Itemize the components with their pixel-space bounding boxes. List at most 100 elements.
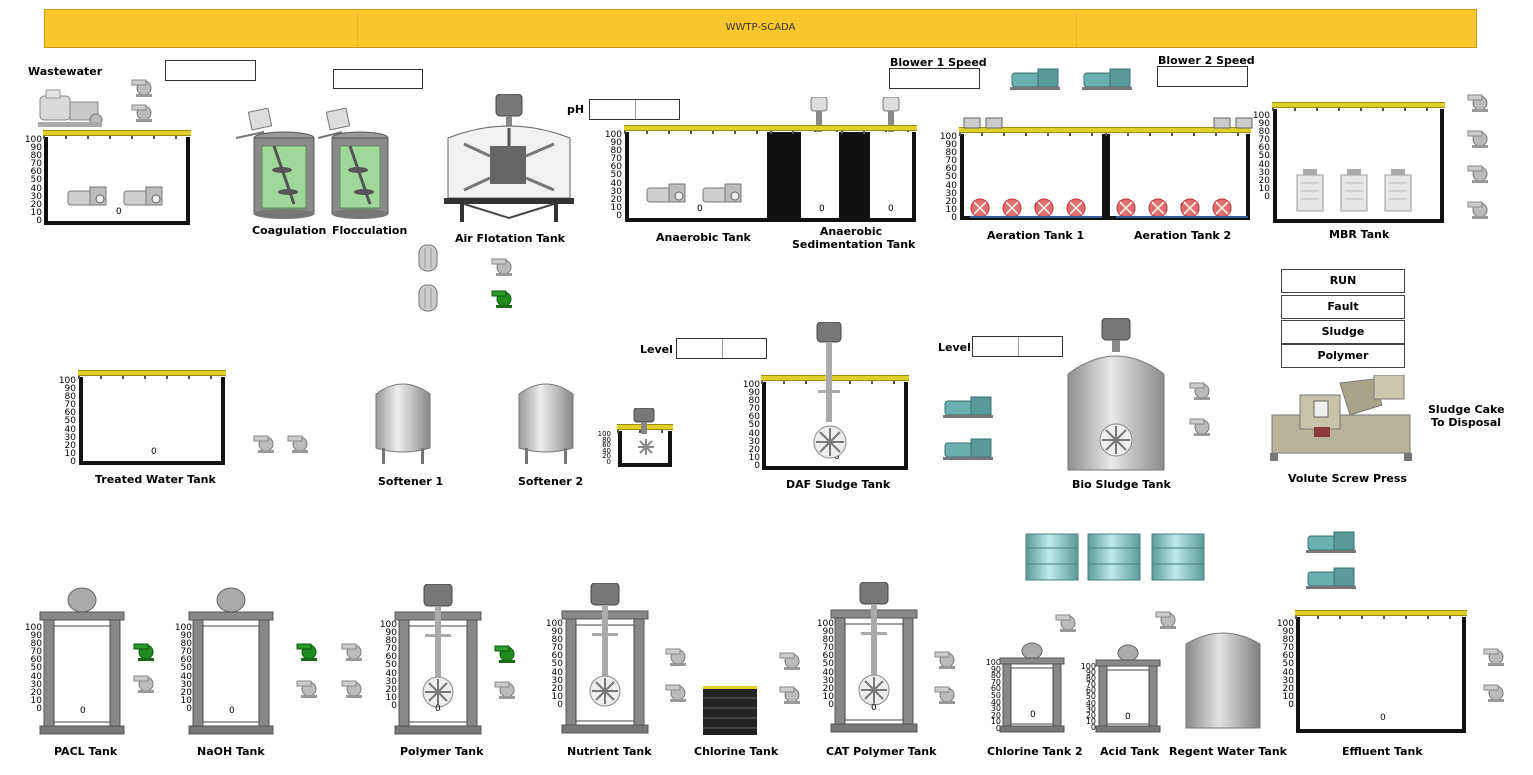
pump-icon[interactable] xyxy=(132,673,160,693)
acid-level-value: 0 xyxy=(1125,712,1131,722)
pump-icon[interactable] xyxy=(130,77,158,97)
valve-icon[interactable] xyxy=(1212,116,1256,130)
pump-icon[interactable] xyxy=(130,102,158,122)
anaerobic-tank[interactable]: 0 xyxy=(624,125,772,222)
pump-icon[interactable] xyxy=(295,678,323,698)
pump-icon[interactable] xyxy=(493,679,521,699)
daf-sludge-tank[interactable]: 0 xyxy=(761,375,909,470)
chlorine-tank[interactable] xyxy=(703,686,757,735)
blower-motor-icon[interactable] xyxy=(943,437,995,461)
pump-icon[interactable] xyxy=(1482,646,1510,666)
aeration-tank-2[interactable]: 0 xyxy=(1105,127,1251,220)
pump-icon[interactable] xyxy=(1054,612,1082,632)
naoh-level-value: 0 xyxy=(229,706,235,716)
blower-motor-icon[interactable] xyxy=(1306,530,1358,554)
pump-icon[interactable] xyxy=(778,684,806,704)
valve-icon[interactable] xyxy=(962,116,1006,130)
wastewater-label: Wastewater xyxy=(28,65,103,78)
motor-pump-icon[interactable] xyxy=(701,180,745,206)
chlorine-tank-2[interactable] xyxy=(998,642,1066,734)
bio-sludge-tank[interactable] xyxy=(1066,318,1166,472)
pump-icon[interactable] xyxy=(664,682,692,702)
ph-input[interactable] xyxy=(589,99,680,120)
pump-icon[interactable] xyxy=(778,650,806,670)
blower-motor-icon[interactable] xyxy=(1010,67,1062,91)
pump-icon[interactable] xyxy=(1188,380,1216,400)
motor-pump-icon[interactable] xyxy=(122,183,166,209)
pump-icon[interactable] xyxy=(664,646,692,666)
chlorine-label: Chlorine Tank xyxy=(694,745,779,758)
pacl-tank[interactable] xyxy=(38,586,126,738)
pump-running-icon[interactable] xyxy=(295,641,323,661)
pump-icon[interactable] xyxy=(286,433,314,453)
blower1-speed-input[interactable] xyxy=(889,68,980,89)
filter-icon[interactable] xyxy=(418,244,438,272)
pump-icon[interactable] xyxy=(490,256,518,276)
softener-2-tank[interactable] xyxy=(517,378,575,466)
agitator-motor-icon[interactable] xyxy=(808,97,830,135)
aeration-tank-1[interactable]: 0 xyxy=(959,127,1107,220)
flocculation-tank[interactable] xyxy=(318,108,392,220)
effluent-tank[interactable]: 0 xyxy=(1295,610,1467,733)
volute-screw-press[interactable] xyxy=(1270,375,1412,463)
blower-motor-icon[interactable] xyxy=(1082,67,1134,91)
coagulation-tank[interactable] xyxy=(236,108,316,220)
small-mixing-tank[interactable] xyxy=(617,424,673,467)
storage-drums[interactable] xyxy=(1024,532,1206,582)
sludge-button[interactable]: Sludge xyxy=(1281,320,1405,344)
polymer-tank[interactable] xyxy=(393,584,483,736)
motor-pump-icon[interactable] xyxy=(645,180,689,206)
wastewater-input[interactable] xyxy=(165,60,256,81)
pump-icon[interactable] xyxy=(252,433,280,453)
coagulation-input[interactable] xyxy=(333,69,423,89)
bio-level-input[interactable] xyxy=(972,336,1063,357)
pump-icon[interactable] xyxy=(1466,163,1494,183)
agitator-motor-icon[interactable] xyxy=(880,97,902,135)
nutrient-tank[interactable] xyxy=(560,583,650,735)
pump-running-icon[interactable] xyxy=(132,641,160,661)
pump-icon[interactable] xyxy=(340,641,368,661)
wastewater-blower-icon[interactable] xyxy=(38,86,104,130)
aeration2-label: Aeration Tank 2 xyxy=(1134,229,1232,242)
pump-icon[interactable] xyxy=(1154,609,1182,629)
pump-icon[interactable] xyxy=(340,678,368,698)
mbr-tank[interactable] xyxy=(1272,102,1445,223)
daf-level-input[interactable] xyxy=(676,338,767,359)
sedimentation-tank-1[interactable]: 0 xyxy=(770,125,844,222)
blower-motor-icon[interactable] xyxy=(943,395,995,419)
polymer-label: Polymer Tank xyxy=(400,745,484,758)
pump-icon[interactable] xyxy=(1482,682,1510,702)
treated-water-tank[interactable]: 0 xyxy=(78,370,226,465)
pump-icon[interactable] xyxy=(1466,128,1494,148)
cat-polymer-tank[interactable] xyxy=(829,582,919,734)
pump-running-icon[interactable] xyxy=(490,288,518,308)
pump-icon[interactable] xyxy=(1466,199,1494,219)
motor-pump-icon[interactable] xyxy=(66,183,110,209)
blower1-label: Blower 1 Speed xyxy=(890,56,987,69)
polymer-button[interactable]: Polymer xyxy=(1281,344,1405,368)
diffuser-row xyxy=(970,198,1102,218)
pump-icon[interactable] xyxy=(933,649,961,669)
pump-icon[interactable] xyxy=(1188,416,1216,436)
agitator-motor-icon[interactable] xyxy=(632,408,656,434)
wastewater-tank[interactable]: 0 xyxy=(43,130,191,225)
aeration1-label: Aeration Tank 1 xyxy=(987,229,1085,242)
sedimentation-tank-2[interactable]: 0 xyxy=(841,125,917,222)
air-flotation-tank[interactable] xyxy=(444,94,574,224)
pump-running-icon[interactable] xyxy=(493,643,521,663)
pump-icon[interactable] xyxy=(1466,92,1494,112)
treated-label: Treated Water Tank xyxy=(95,473,216,486)
agitator-motor-icon[interactable] xyxy=(814,322,844,422)
regent-water-tank[interactable] xyxy=(1184,628,1262,730)
run-button[interactable]: RUN xyxy=(1281,269,1405,293)
softener-1-tank[interactable] xyxy=(374,378,432,466)
acid-tank[interactable] xyxy=(1094,644,1162,734)
blower2-speed-input[interactable] xyxy=(1157,66,1248,87)
naoh-tank[interactable] xyxy=(187,586,275,738)
fault-button[interactable]: Fault xyxy=(1281,295,1405,319)
filter-icon[interactable] xyxy=(418,284,438,312)
blower-motor-icon[interactable] xyxy=(1306,566,1358,590)
pump-icon[interactable] xyxy=(933,684,961,704)
